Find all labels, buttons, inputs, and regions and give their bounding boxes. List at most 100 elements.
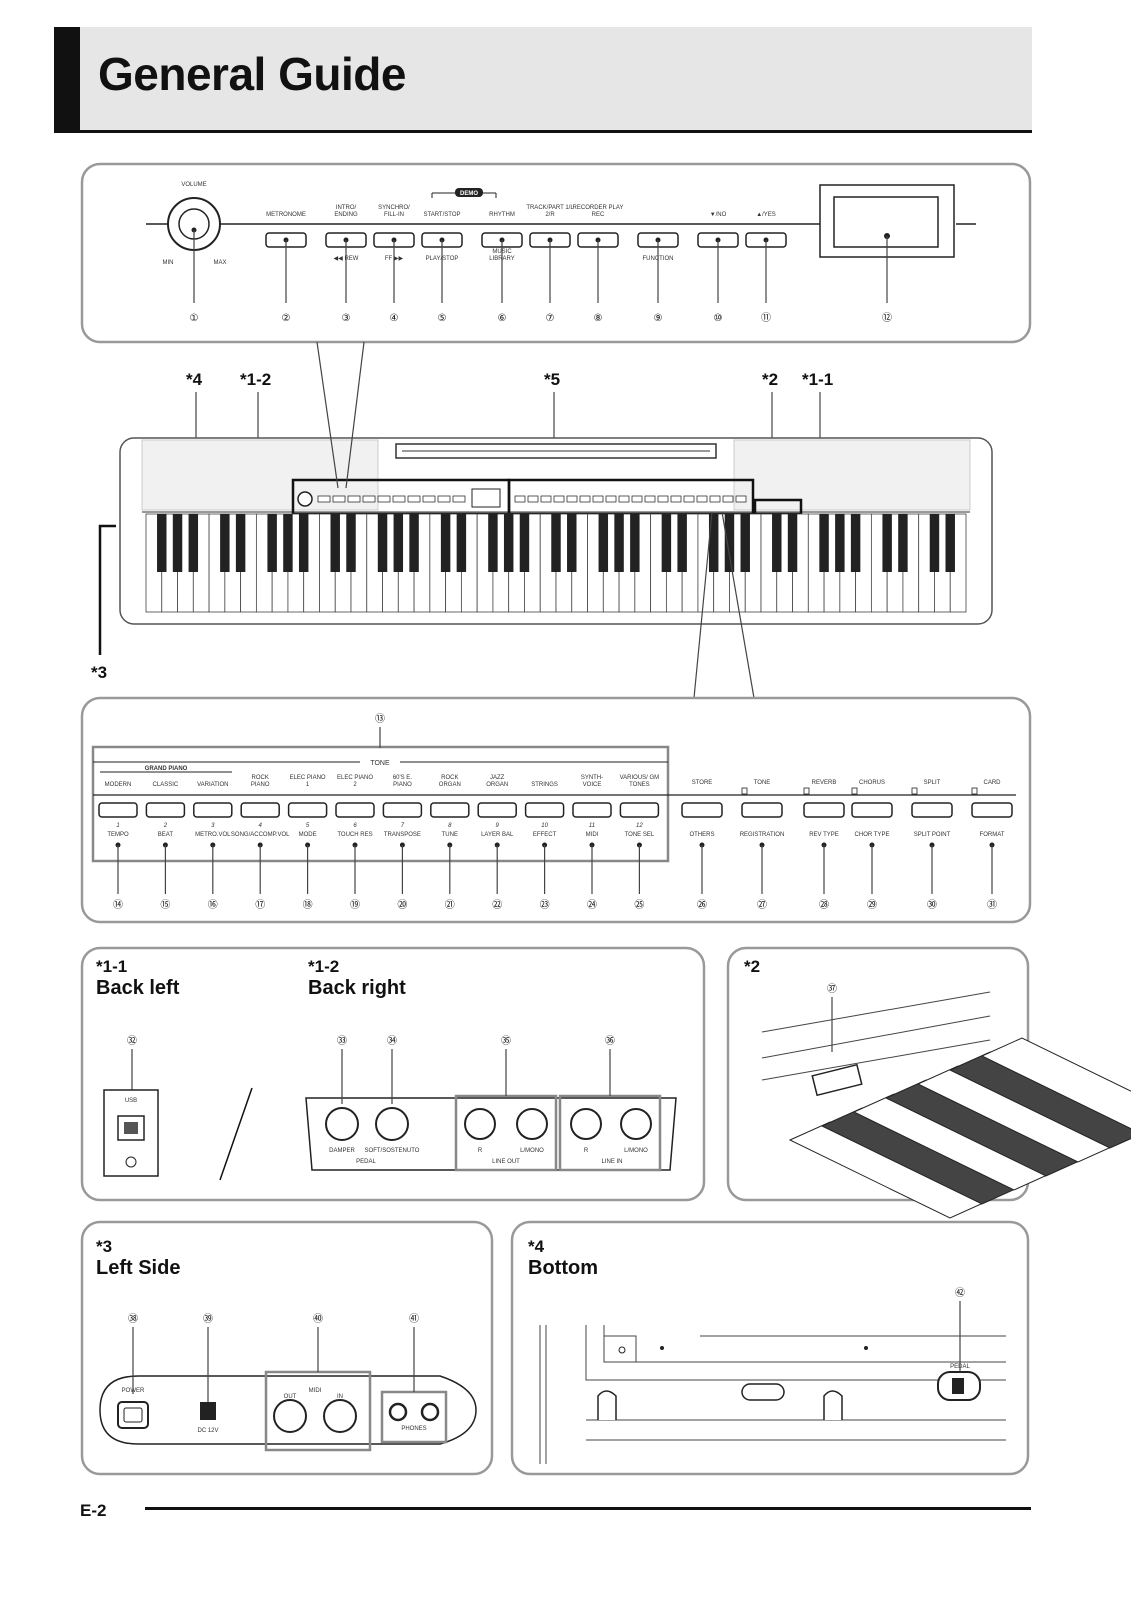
- usb-label: USB: [125, 1098, 137, 1104]
- tone-4-name-line2: PIANO: [251, 782, 270, 788]
- tone-8-name-line2: ORGAN: [439, 782, 461, 788]
- tone-12-name-line2: TONES: [629, 782, 650, 788]
- tone-button-2[interactable]: [145, 802, 186, 818]
- other-button-4[interactable]: [851, 802, 893, 818]
- bottom-mark: *4: [528, 1237, 545, 1256]
- callout-num-8: ⑧: [594, 313, 603, 324]
- back-jack-3: [464, 1108, 496, 1140]
- dc-label: DC 12V: [197, 1428, 218, 1434]
- tone-12-index: 12: [636, 823, 643, 829]
- other-button-5[interactable]: [911, 802, 953, 818]
- other-6-name: CARD: [983, 780, 1001, 786]
- tone-button-12[interactable]: [619, 802, 660, 818]
- tone-7-name-line2: PIANO: [393, 782, 412, 788]
- callout-num-32: ㉜: [127, 1035, 137, 1047]
- tone-button-1[interactable]: [98, 802, 138, 818]
- callout-num-37: ㊲: [827, 983, 837, 995]
- panel-button-11-top: ▲/YES: [756, 212, 776, 218]
- tone-button-8[interactable]: [430, 802, 470, 818]
- volume-max-label: MAX: [213, 260, 226, 266]
- back-right-title: Back right: [308, 977, 406, 999]
- panel-button-8-top-line2: REC: [592, 212, 605, 218]
- back-group-3-label: LINE IN: [601, 1159, 622, 1165]
- midi-in-label: IN: [337, 1394, 343, 1400]
- tone-3-index: 3: [211, 823, 215, 829]
- tone-button-6[interactable]: [335, 802, 375, 818]
- back-jack-1: [325, 1107, 359, 1141]
- top-control-panel: VOLUME MIN MAX DEMO ①METRONOME②INTRO/END…: [80, 162, 1032, 344]
- piano-body: [119, 437, 993, 625]
- tone-8-function: TUNE: [442, 832, 458, 838]
- other-button-2[interactable]: [741, 802, 783, 818]
- tone-button-5[interactable]: [287, 802, 328, 818]
- callout-num-2: ②: [282, 313, 291, 324]
- panel-button-4-top-line1: SYNCHRO/: [378, 205, 410, 211]
- other-6-function: FORMAT: [980, 832, 1005, 838]
- tone-button-3[interactable]: [193, 802, 233, 818]
- tone-6-index: 6: [353, 823, 357, 829]
- dc-jack: [200, 1402, 216, 1420]
- tone-button-9[interactable]: [477, 802, 517, 818]
- callout-num-7: ⑦: [546, 313, 555, 324]
- tone-11-name-line1: SYNTH-: [581, 775, 603, 781]
- other-4-function: CHOR TYPE: [855, 832, 890, 838]
- tone-6-function: TOUCH RES: [337, 832, 372, 838]
- tone-10-name: STRINGS: [531, 782, 558, 788]
- tone-3-function: METRO.VOL: [195, 832, 231, 838]
- tone-5-name-line2: 1: [306, 782, 310, 788]
- callout-4: *4: [186, 370, 203, 389]
- other-button-3[interactable]: [803, 802, 845, 818]
- callout-num-22: ㉒: [492, 899, 502, 911]
- other-button-1[interactable]: [681, 802, 723, 818]
- callout-num-24: ㉔: [587, 899, 597, 911]
- tone-5-function: MODE: [299, 832, 317, 838]
- bottom-title: Bottom: [528, 1257, 598, 1279]
- tone-4-name-line1: ROCK: [252, 775, 269, 781]
- tone-6-name-line1: ELEC PIANO: [337, 775, 373, 781]
- phones-label: PHONES: [401, 1426, 426, 1432]
- other-3-function: REV TYPE: [809, 832, 839, 838]
- panel-button-8-top-line1: RECORDER PLAY: [573, 205, 624, 211]
- tone-9-name-line2: ORGAN: [486, 782, 508, 788]
- callout-num-29: ㉙: [867, 899, 877, 911]
- volume-label: VOLUME: [181, 182, 206, 188]
- callout-1-2: *1-2: [240, 370, 271, 389]
- callout-num-33: ㉝: [337, 1035, 347, 1047]
- midi-out-label: OUT: [284, 1394, 297, 1400]
- back-jack-5-label: R: [584, 1148, 589, 1154]
- left-side-panel: *3 Left Side POWER DC 12V MIDI OUT IN PH…: [80, 1220, 494, 1476]
- tone-button-10[interactable]: [524, 802, 565, 818]
- other-2-name: TONE: [754, 780, 771, 786]
- tone-6-name-line2: 2: [353, 782, 357, 788]
- panel-button-7-top-line1: TRACK/PART 1/L: [526, 205, 574, 211]
- tone-button-4[interactable]: [240, 802, 280, 818]
- panel-button-4-top-line2: FILL-IN: [384, 212, 404, 218]
- phones-jack-2: [420, 1402, 440, 1422]
- back-jack-4: [516, 1108, 548, 1140]
- other-button-6[interactable]: [971, 802, 1013, 818]
- tone-button-11[interactable]: [572, 802, 612, 818]
- callout-num-23: ㉓: [540, 899, 550, 911]
- callout-num-10: ⑩: [714, 313, 723, 324]
- callout-num-1: ①: [190, 313, 199, 324]
- left-side-title: Left Side: [96, 1257, 180, 1279]
- midi-label: MIDI: [309, 1388, 322, 1394]
- volume-min-label: MIN: [163, 260, 174, 266]
- callout-num-27: ㉗: [757, 899, 767, 911]
- tone-9-name-line1: JAZZ: [490, 775, 505, 781]
- back-group-2-label: LINE OUT: [492, 1159, 520, 1165]
- callout-num-25: ㉕: [634, 899, 644, 911]
- panel-button-7-top-line2: 2/R: [545, 212, 555, 218]
- callout-2: *2: [762, 370, 778, 389]
- tone-button-7[interactable]: [382, 802, 423, 818]
- tone-2-name: CLASSIC: [153, 782, 179, 788]
- callout-num-13: ⑬: [375, 713, 385, 725]
- tone-5-name-line1: ELEC PIANO: [290, 775, 326, 781]
- other-5-name: SPLIT: [924, 780, 941, 786]
- tone-10-function: EFFECT: [533, 832, 557, 838]
- callout-num-19: ⑲: [350, 899, 360, 911]
- callout-num-41: ㊶: [409, 1313, 419, 1325]
- tone-1-index: 1: [116, 823, 119, 829]
- page-number: E-2: [80, 1501, 107, 1520]
- callout-5: *5: [544, 370, 560, 389]
